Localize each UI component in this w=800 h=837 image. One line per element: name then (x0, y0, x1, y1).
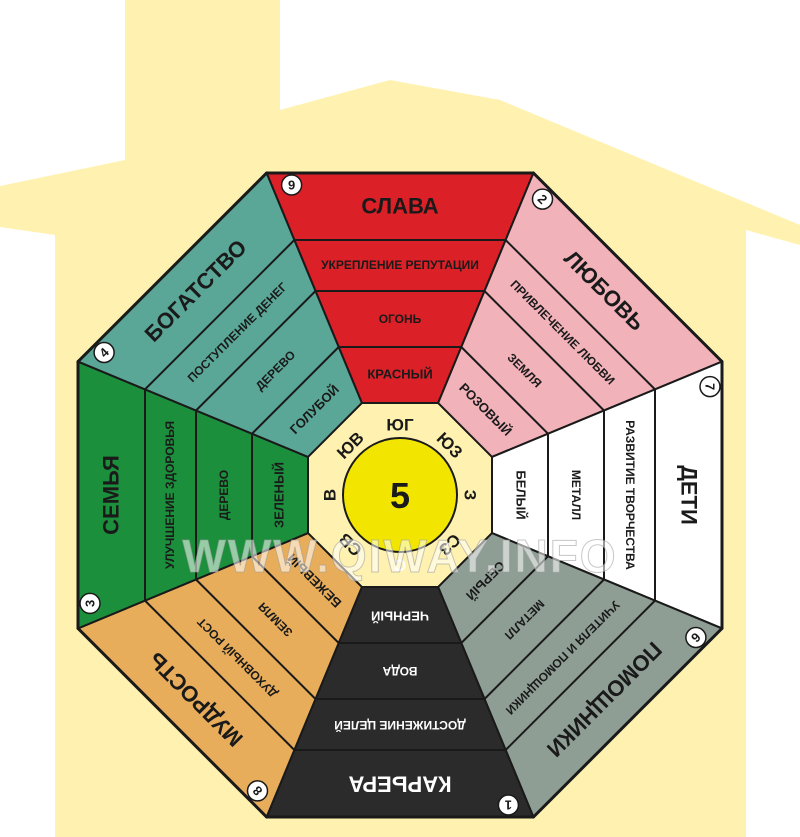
sector-number: 3 (83, 600, 98, 607)
sector-south: СЛАВА УКРЕПЛЕНИЕ РЕПУТАЦИИ ОГОНЬ КРАСНЫЙ ЮГ 9 (265, 172, 535, 435)
sector-number-badge: 4 (93, 341, 115, 364)
center-number: 5 (390, 475, 410, 516)
sector-title: ДЕТИ (677, 465, 702, 525)
sector-direction: В (321, 489, 340, 501)
sector-element: МЕТАЛЛ (569, 470, 583, 520)
sector-number-badge: 7 (699, 375, 721, 398)
sector-title: СЕМЬЯ (99, 455, 124, 535)
sector-color: ЗЕЛЕНЫЙ (272, 462, 287, 528)
band-divider (144, 599, 296, 751)
band-divider (483, 290, 605, 412)
sector-number-badge: 6 (685, 626, 707, 649)
band-divider (251, 346, 340, 435)
sector-number: 9 (288, 178, 295, 193)
sector-direction: ЮГ (386, 416, 414, 435)
band-divider (504, 599, 656, 751)
band-divider (195, 578, 317, 700)
center-circle: 5 (342, 437, 458, 553)
sector-direction: С (394, 556, 406, 575)
watermark-text: WWW.QIWAY.INFO (182, 530, 617, 582)
sector-purpose: РАЗВИТИЕ ТВОРЧЕСТВА (623, 420, 637, 570)
sector-purpose: УКРЕПЛЕНИЕ РЕПУТАЦИИ (321, 258, 479, 272)
sector-title: КАРЬЕРА (348, 772, 451, 797)
band-divider (460, 555, 549, 644)
sector-number-badge: 9 (280, 174, 303, 196)
sector-number: 1 (505, 798, 512, 813)
band-divider (460, 346, 549, 435)
sector-element: ВОДА (382, 664, 417, 678)
sectors-layer: СЛАВА УКРЕПЛЕНИЕ РЕПУТАЦИИ ОГОНЬ КРАСНЫЙ ЮГ 9… (76, 171, 724, 819)
sector-number-badge: 3 (79, 592, 101, 615)
sector-number: 7 (703, 383, 718, 390)
band-divider (251, 555, 340, 644)
sector-purpose: ДОСТИЖЕНИЕ ЦЕЛЕЙ (334, 718, 466, 733)
sector-title: СЛАВА (361, 194, 438, 219)
band-divider (483, 578, 605, 700)
sector-number-badge: 1 (497, 794, 520, 816)
sector-number-badge: 8 (246, 780, 269, 802)
sector-direction: З (461, 490, 480, 501)
outer-octagon (76, 171, 724, 819)
sector-color: ЧЕРНЫЙ (371, 609, 429, 624)
band-divider (195, 290, 317, 412)
sector-color: БЕЛЫЙ (514, 470, 529, 519)
sector-element: ДЕРЕВО (217, 470, 231, 520)
sector-number-badge: 2 (531, 188, 554, 210)
band-divider (504, 239, 656, 391)
sector-purpose: УЛУЧШЕНИЕ ЗДОРОВЬЯ (163, 421, 177, 569)
sector-color: КРАСНЫЙ (367, 367, 432, 382)
band-divider (144, 239, 296, 391)
sector-element: ОГОНЬ (379, 312, 422, 326)
sector-east: СЕМЬЯ УЛУЧШЕНИЕ ЗДОРОВЬЯ ДЕРЕВО ЗЕЛЕНЫЙ В 3 (77, 360, 340, 630)
